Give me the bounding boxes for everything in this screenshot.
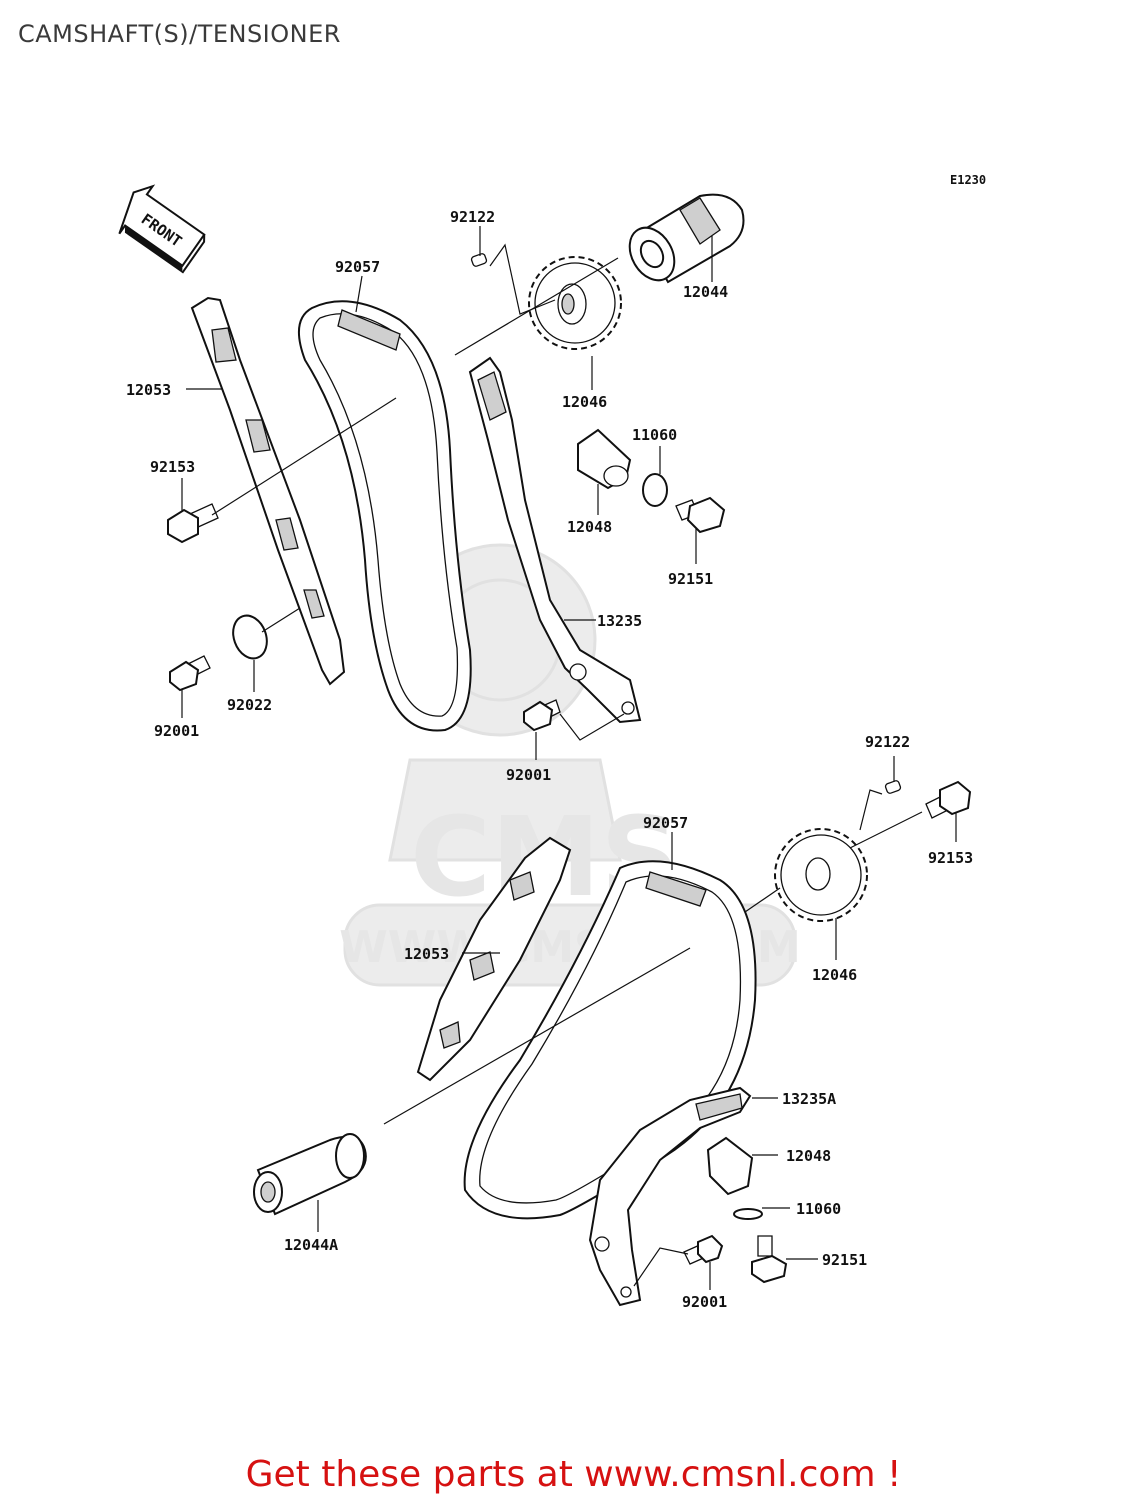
camshaft-lower bbox=[253, 1133, 367, 1216]
part-label: 92001 bbox=[506, 766, 551, 784]
part-label: 92001 bbox=[682, 1293, 727, 1311]
tensioner-upper bbox=[577, 428, 632, 490]
timing-chain-upper bbox=[297, 300, 472, 732]
part-label: 12044 bbox=[683, 283, 728, 301]
part-label: 92057 bbox=[335, 258, 380, 276]
tensioner-arm-lower bbox=[588, 1086, 752, 1307]
part-label: 11060 bbox=[796, 1200, 841, 1218]
part-label: 12046 bbox=[562, 393, 607, 411]
part-label: 12044A bbox=[284, 1236, 338, 1254]
part-label: 12048 bbox=[567, 518, 612, 536]
dowel-pin-upper bbox=[470, 253, 488, 267]
tensioner-lower bbox=[706, 1136, 754, 1196]
bolt-92001-left bbox=[169, 655, 211, 692]
part-label: 12048 bbox=[786, 1147, 831, 1165]
bolt-92001-lower bbox=[683, 1234, 724, 1265]
leader-lines bbox=[181, 226, 957, 1290]
part-label: 12053 bbox=[404, 945, 449, 963]
bolt-92153-upper bbox=[167, 503, 219, 544]
part-label: 92153 bbox=[150, 458, 195, 476]
washer-92022 bbox=[232, 614, 268, 660]
part-label: 92001 bbox=[154, 722, 199, 740]
part-label: 13235A bbox=[782, 1090, 836, 1108]
bolt-92151-lower bbox=[751, 1235, 788, 1284]
tensioner-arm-upper bbox=[468, 356, 642, 724]
part-label: 92151 bbox=[668, 570, 713, 588]
camshaft-upper bbox=[628, 193, 745, 284]
bolt-92001-middle bbox=[523, 699, 561, 732]
part-label: 92153 bbox=[928, 849, 973, 867]
part-label: 92151 bbox=[822, 1251, 867, 1269]
chain-guide-lower bbox=[416, 836, 572, 1082]
part-label: 11060 bbox=[632, 426, 677, 444]
part-label: 92057 bbox=[643, 814, 688, 832]
sprocket-upper bbox=[528, 256, 622, 350]
sprocket-lower bbox=[774, 828, 868, 922]
part-label: 13235 bbox=[597, 612, 642, 630]
part-label: 92022 bbox=[227, 696, 272, 714]
dowel-pin-lower bbox=[884, 780, 902, 794]
front-arrow-icon: FRONT bbox=[118, 184, 206, 274]
exploded-parts-diagram: CMS WWW.CMSNL.COM E1230 FRONT bbox=[118, 173, 986, 1311]
part-label: 92122 bbox=[865, 733, 910, 751]
page-title: CAMSHAFT(S)/TENSIONER bbox=[18, 20, 341, 48]
part-label: 12053 bbox=[126, 381, 171, 399]
part-label: 92122 bbox=[450, 208, 495, 226]
diagram-code: E1230 bbox=[950, 173, 986, 187]
part-label: 12046 bbox=[812, 966, 857, 984]
gasket-upper bbox=[642, 473, 668, 507]
bolt-92151-upper bbox=[675, 496, 726, 534]
bolt-92153-lower bbox=[925, 780, 972, 819]
chain-guide-upper bbox=[190, 296, 346, 686]
gasket-lower bbox=[733, 1208, 763, 1220]
part-labels: 92122 92057 12044 12053 12046 11060 9215… bbox=[126, 208, 973, 1311]
footer-parts-link[interactable]: Get these parts at www.cmsnl.com ! bbox=[245, 1454, 902, 1495]
